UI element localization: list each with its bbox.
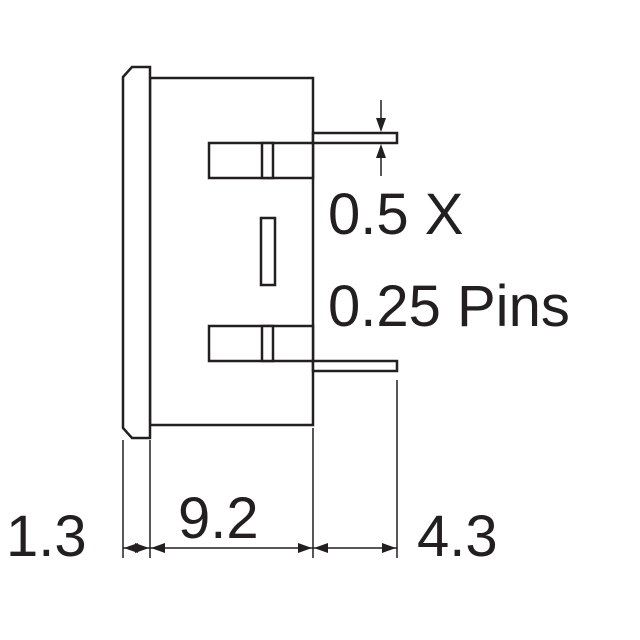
front-flange	[121, 65, 152, 440]
dim-arrow-flange-left	[124, 543, 138, 553]
dim-arrow-pin-left	[314, 543, 328, 553]
dim-arrow-pin-right	[382, 543, 396, 553]
dim-arrow-body-left	[151, 543, 165, 553]
lower-pin-contact	[260, 324, 275, 363]
upper-pin-lead	[311, 131, 399, 145]
extension-lines	[122, 380, 398, 558]
dim-value-body-depth: 9.2	[178, 486, 259, 551]
body-housing	[148, 76, 315, 427]
lower-pin-lead	[311, 359, 399, 373]
connector-body	[121, 65, 315, 440]
thickness-arrow-up	[376, 144, 386, 158]
upper-pin-contact	[260, 141, 275, 180]
lower-pin	[207, 324, 399, 373]
dim-value-flange-width: 1.3	[6, 504, 87, 569]
pin-thickness-dimension	[355, 100, 395, 176]
dimension-line	[123, 543, 397, 553]
dim-arrow-body-right	[298, 543, 312, 553]
thickness-arrow-down	[376, 118, 386, 132]
dim-value-pin-length: 4.3	[417, 504, 498, 569]
pin-size-line-1: 0.5 X	[328, 182, 463, 247]
dim-arrow-flange-right	[135, 543, 149, 553]
center-slot	[259, 216, 277, 287]
pin-size-line-2: 0.25 Pins	[328, 274, 570, 339]
upper-pin	[207, 131, 399, 180]
